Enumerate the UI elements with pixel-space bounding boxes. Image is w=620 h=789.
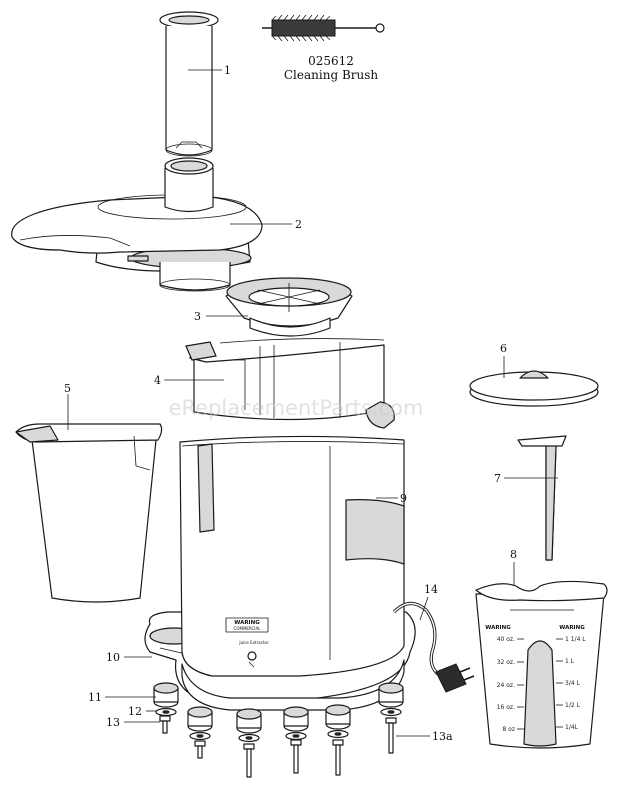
washer-center-right [285, 731, 307, 741]
foot-13a [378, 682, 404, 708]
cup-oz-mark: 8 oz [502, 726, 515, 733]
cup-liter-mark: 1/2 L [565, 702, 581, 709]
cup-liter-mark: 3/4 L [565, 680, 581, 687]
cup-oz-mark: 16 oz. [497, 704, 515, 711]
brand-label-plate [225, 617, 269, 633]
cup-liter-mark: 1 1/4 L [565, 636, 586, 643]
cup-oz-mark: 32 oz. [497, 659, 515, 666]
callout-3: 3 [194, 310, 201, 323]
brush-name: Cleaning Brush [284, 68, 379, 82]
callout-11: 11 [88, 691, 102, 704]
screw-13a [385, 717, 397, 754]
base-brand-line: COMMERCIAL [234, 626, 262, 631]
foot-center-left [187, 706, 213, 732]
foot-center [236, 708, 262, 734]
callout-14: 14 [424, 583, 438, 596]
juice-pitcher [15, 423, 163, 603]
watermark: eReplacementParts.com [169, 396, 424, 420]
washer-right [327, 729, 349, 739]
screw-center [243, 743, 255, 778]
cup-liter-mark: 1/4L [565, 724, 579, 731]
cup-oz-mark: 24 oz. [497, 682, 515, 689]
cup-liter-mark: 1 L [565, 658, 575, 665]
callout-10: 10 [106, 651, 120, 664]
callout-7: 7 [494, 472, 501, 485]
foot-11 [153, 682, 179, 708]
callout-5: 5 [64, 382, 71, 395]
measuring-cup [475, 580, 608, 749]
callout-12: 12 [128, 705, 142, 718]
cutter-disc-basket [225, 277, 353, 337]
screw-center-right [290, 739, 302, 774]
callout-13: 13 [106, 716, 120, 729]
foot-center-right [283, 706, 309, 732]
power-cord [392, 601, 475, 693]
callout-2: 2 [295, 218, 302, 231]
washer-center [238, 733, 260, 743]
strainer-bowl [185, 338, 395, 429]
callout-6: 6 [500, 342, 507, 355]
washer-center-left [189, 731, 211, 741]
callout-1: 1 [224, 64, 231, 77]
callout-8: 8 [510, 548, 517, 561]
callout-4: 4 [154, 374, 161, 387]
screw-center-left [194, 740, 206, 759]
callout-9: 9 [400, 492, 407, 505]
foot-right [325, 704, 351, 730]
washer-13a [380, 707, 402, 717]
cup-liter-ticks [556, 638, 563, 728]
cup-oz-mark: 40 oz. [497, 636, 515, 643]
food-pusher [159, 11, 219, 157]
cleaning-brush [262, 14, 385, 42]
juicer-cover [11, 157, 263, 292]
motor-body [179, 435, 405, 677]
callout-leaders [67, 69, 558, 737]
washer-12 [155, 707, 177, 717]
pulp-spatula [517, 435, 567, 561]
base-brand: WARING [234, 620, 260, 626]
brush-part-number: 025612 [308, 54, 354, 68]
cup-brand-left: WARING [485, 625, 511, 631]
power-switch [247, 651, 257, 668]
base-product-name: Juice Extractor [238, 640, 269, 645]
screw-right [332, 739, 344, 776]
cup-oz-ticks [517, 638, 524, 730]
pulp-container-lid [469, 370, 599, 407]
cup-brand-right: WARING [559, 625, 585, 631]
callout-13a: 13a [432, 730, 453, 743]
screw-13 [159, 715, 171, 734]
